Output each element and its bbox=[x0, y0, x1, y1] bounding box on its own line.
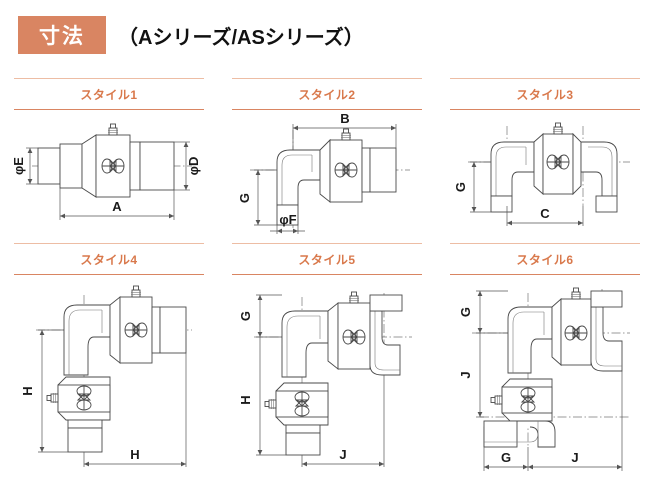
drawing-style3: G C bbox=[450, 110, 640, 230]
panel-label-style6: スタイル6 bbox=[516, 252, 574, 267]
dim-label-G-vertical: G bbox=[458, 307, 473, 317]
panel-header-style2: スタイル2 bbox=[232, 78, 422, 110]
dim-label-G: G bbox=[237, 193, 252, 203]
panel-style6: スタイル6 bbox=[436, 235, 654, 481]
dim-label-A: A bbox=[112, 199, 122, 214]
panel-label-style2: スタイル2 bbox=[298, 87, 356, 102]
dim-label-J-horizontal: J bbox=[571, 450, 578, 465]
dim-label-H-vertical: H bbox=[20, 386, 35, 395]
panel-style1: スタイル1 bbox=[0, 70, 218, 235]
drawing-style4: H H bbox=[14, 275, 204, 470]
dim-label-H-horizontal: H bbox=[130, 447, 139, 462]
panel-header-style3: スタイル3 bbox=[450, 78, 640, 110]
page-header: 寸法 （Aシリーズ/ASシリーズ） bbox=[0, 0, 654, 70]
page-title: （Aシリーズ/ASシリーズ） bbox=[118, 26, 364, 49]
drawing-style1: φE φD A bbox=[14, 110, 204, 230]
style-grid: スタイル1 bbox=[0, 70, 654, 481]
drawing-style2: B G φF bbox=[232, 110, 422, 238]
dim-label-G: G bbox=[238, 311, 253, 321]
panel-label-style4: スタイル4 bbox=[80, 252, 138, 267]
page-title-badge: 寸法 bbox=[18, 16, 106, 54]
panel-header-style6: スタイル6 bbox=[450, 243, 640, 275]
drawing-style5: G H J bbox=[232, 275, 422, 470]
dim-label-G-horizontal: G bbox=[501, 450, 511, 465]
dim-label-B: B bbox=[340, 111, 349, 126]
dim-label-phiD: φD bbox=[186, 157, 201, 176]
panel-style4: スタイル4 bbox=[0, 235, 218, 481]
panel-style5: スタイル5 bbox=[218, 235, 436, 481]
panel-label-style5: スタイル5 bbox=[298, 252, 356, 267]
panel-label-style1: スタイル1 bbox=[80, 87, 138, 102]
dim-label-J: J bbox=[339, 447, 346, 462]
panel-label-style3: スタイル3 bbox=[516, 87, 574, 102]
dim-label-J-vertical: J bbox=[458, 371, 473, 378]
dim-label-phiF: φF bbox=[279, 212, 296, 227]
panel-header-style4: スタイル4 bbox=[14, 243, 204, 275]
dim-label-H: H bbox=[238, 395, 253, 404]
dim-label-C: C bbox=[540, 206, 550, 221]
dim-label-phiE: φE bbox=[14, 157, 26, 175]
panel-style3: スタイル3 bbox=[436, 70, 654, 235]
dim-label-G: G bbox=[453, 182, 468, 192]
panel-header-style5: スタイル5 bbox=[232, 243, 422, 275]
drawing-style6: G J G J bbox=[450, 275, 640, 475]
panel-style2: スタイル2 bbox=[218, 70, 436, 235]
panel-header-style1: スタイル1 bbox=[14, 78, 204, 110]
